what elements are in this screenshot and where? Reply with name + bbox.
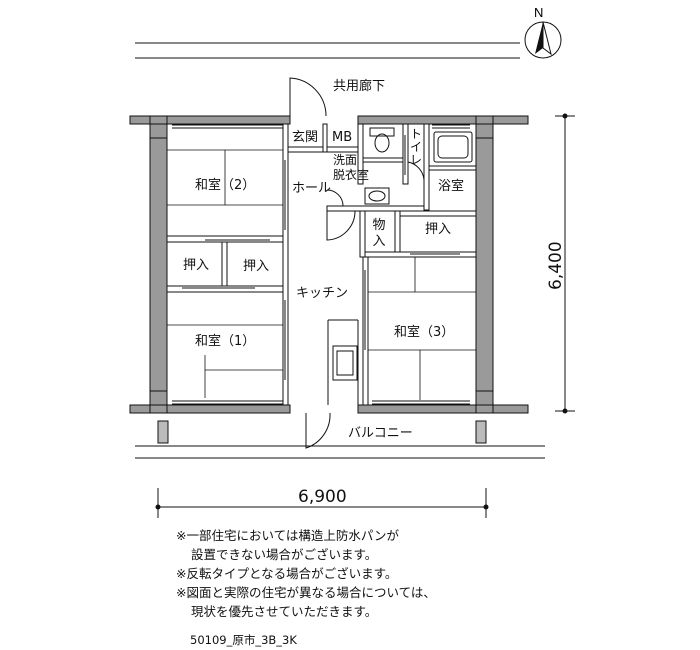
sliding-doors <box>182 135 460 380</box>
tatami-lines <box>167 149 476 400</box>
bathtub <box>433 131 473 163</box>
balcony-railing <box>135 420 545 459</box>
outer-walls <box>129 115 529 414</box>
notes: ※一部住宅においては構造上防水パンが 設置できない場合がございます。 ※反転タイ… <box>176 526 436 621</box>
note-line: ※図面と実際の住宅が異なる場合については、 <box>176 585 436 600</box>
label-closet-right: 押入 <box>425 222 452 237</box>
label-mb: MB <box>332 130 353 145</box>
label-bath: 浴室 <box>438 179 465 194</box>
sink <box>364 187 390 205</box>
label-hall: ホール <box>292 181 332 196</box>
interior-walls <box>166 123 477 406</box>
door-swings <box>289 77 425 449</box>
kitchen-counter <box>327 319 359 405</box>
label-storage: 物入 <box>372 218 386 249</box>
label-balcony: バルコニー <box>348 426 413 441</box>
note-line: ※反転タイプとなる場合がございます。 <box>176 566 398 581</box>
windows <box>172 124 470 405</box>
toilet-fixture <box>369 127 395 153</box>
note-line: ※一部住宅においては構造上防水パンが <box>176 528 399 543</box>
label-closet-left-a: 押入 <box>183 258 210 273</box>
label-kitchen: キッチン <box>296 286 349 301</box>
label-corridor: 共用廊下 <box>333 79 386 94</box>
corridor-railing <box>135 42 520 59</box>
label-closet-left-b: 押入 <box>243 259 270 274</box>
north-label: N <box>534 5 543 20</box>
dimension-lines <box>157 115 575 518</box>
label-toilet: トイレ <box>409 127 422 167</box>
label-entrance: 玄関 <box>292 130 319 145</box>
label-washitsu-1: 和室（1） <box>195 334 256 349</box>
dimension-width: 6,900 <box>298 487 347 507</box>
dimension-depth: 6,400 <box>546 241 566 290</box>
label-washitsu-3: 和室（3） <box>394 325 455 340</box>
north-arrow-icon: N <box>522 4 564 62</box>
label-washitsu-2: 和室（2） <box>195 178 256 193</box>
plan-code: 50109_原市_3B_3K <box>190 633 297 647</box>
kitchen-sink <box>332 345 358 381</box>
note-line: 設置できない場合がございます。 <box>191 547 378 562</box>
note-line: 現状を優先させていただきます。 <box>191 604 378 619</box>
label-washroom: 洗面 脱衣室 <box>333 153 370 182</box>
